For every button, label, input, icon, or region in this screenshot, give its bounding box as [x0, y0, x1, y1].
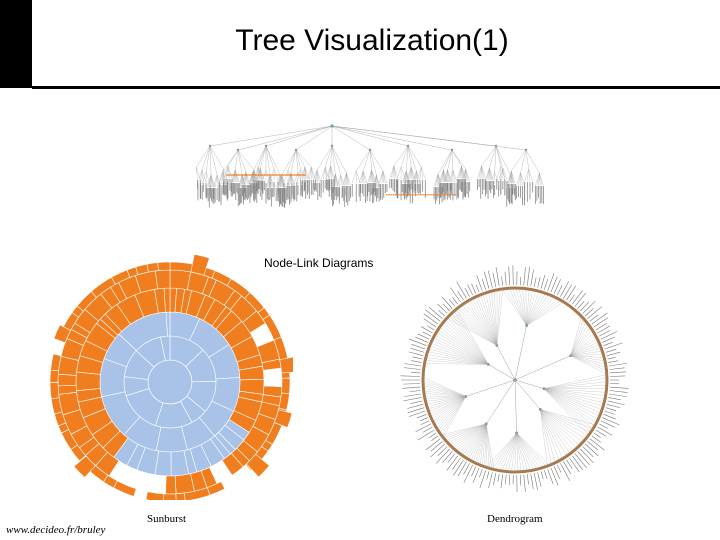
dendrogram-marks — [400, 265, 629, 492]
radial-dendrogram-image — [400, 265, 629, 492]
node-link-tree-image — [196, 124, 544, 208]
sunburst-marks — [49, 255, 293, 500]
footer-url: www.decideo.fr/bruley — [6, 524, 106, 536]
title-rule — [32, 86, 720, 89]
sunburst-caption: Sunburst — [147, 513, 187, 525]
dendrogram-caption: Dendrogram — [487, 513, 543, 525]
node-link-marks — [196, 124, 544, 208]
slide-side-bar — [0, 0, 32, 88]
sunburst-image — [49, 255, 293, 500]
node-link-caption: Node-Link Diagrams — [264, 256, 374, 270]
slide-title: Tree Visualization(1) — [235, 24, 509, 57]
